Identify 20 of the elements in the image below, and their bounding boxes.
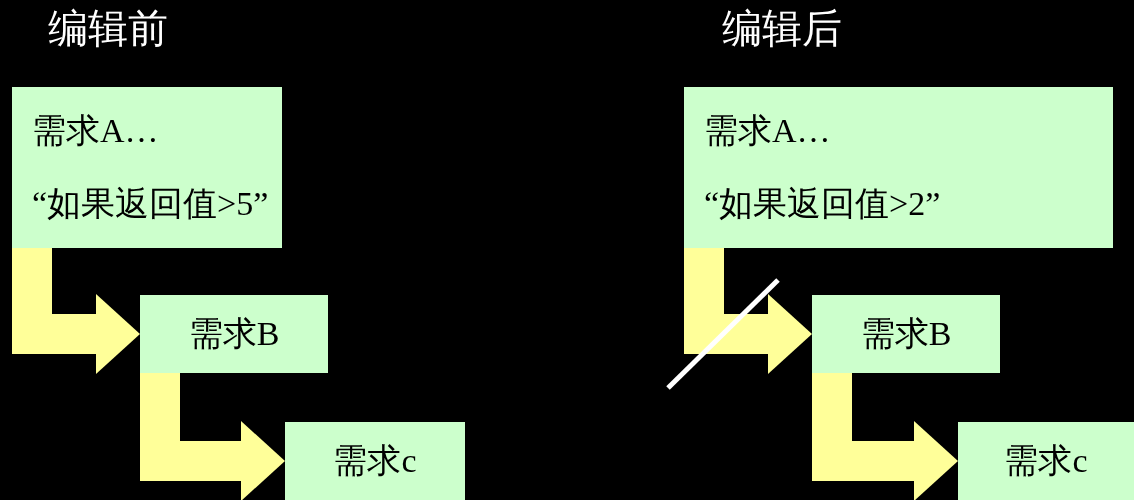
requirement-box	[812, 295, 1000, 373]
requirement-text: 需求B	[860, 313, 952, 354]
requirement-box	[140, 295, 328, 373]
block-arrow	[12, 248, 140, 374]
requirement-text: 需求A…	[704, 111, 831, 151]
requirement-text: 需求c	[1004, 440, 1088, 481]
heading: 编辑前	[48, 8, 168, 48]
requirement-text: 需求B	[188, 313, 280, 354]
block-arrow	[812, 373, 958, 500]
heading: 编辑后	[722, 8, 842, 48]
requirement-text: 需求c	[333, 440, 417, 481]
requirement-box	[958, 422, 1134, 500]
requirement-text: 需求A…	[32, 111, 159, 151]
requirement-box	[684, 87, 1113, 248]
block-arrow	[140, 373, 285, 500]
requirement-text: “如果返回值>2”	[704, 183, 941, 224]
requirement-box	[12, 87, 282, 248]
requirement-box	[285, 422, 465, 500]
requirement-text: “如果返回值>5”	[32, 183, 269, 224]
block-arrow	[684, 248, 812, 374]
